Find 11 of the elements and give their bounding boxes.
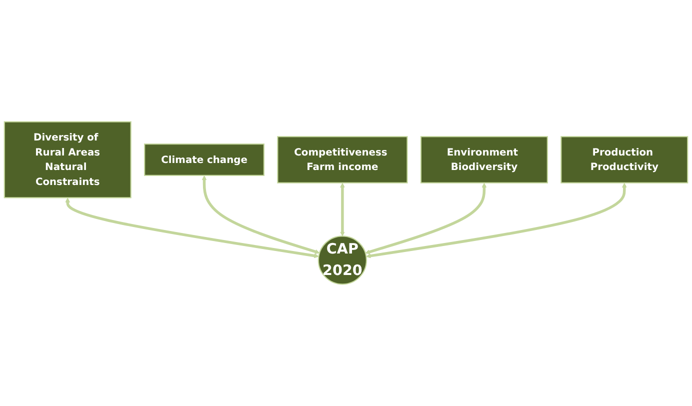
node-box: Production Productivity [560, 136, 688, 184]
node-box: Diversity of Rural Areas Natural Constraints [4, 121, 132, 198]
arrow [65, 198, 319, 258]
arrow [365, 182, 487, 254]
node-box: Climate change [144, 144, 264, 176]
arrow [340, 182, 345, 236]
node-circle: CAP 2020 [318, 236, 368, 285]
arrow [366, 182, 627, 258]
node-box: Environment Biodiversity [420, 136, 548, 184]
node-box: Competitiveness Farm income [277, 136, 408, 184]
arrow [202, 175, 320, 254]
